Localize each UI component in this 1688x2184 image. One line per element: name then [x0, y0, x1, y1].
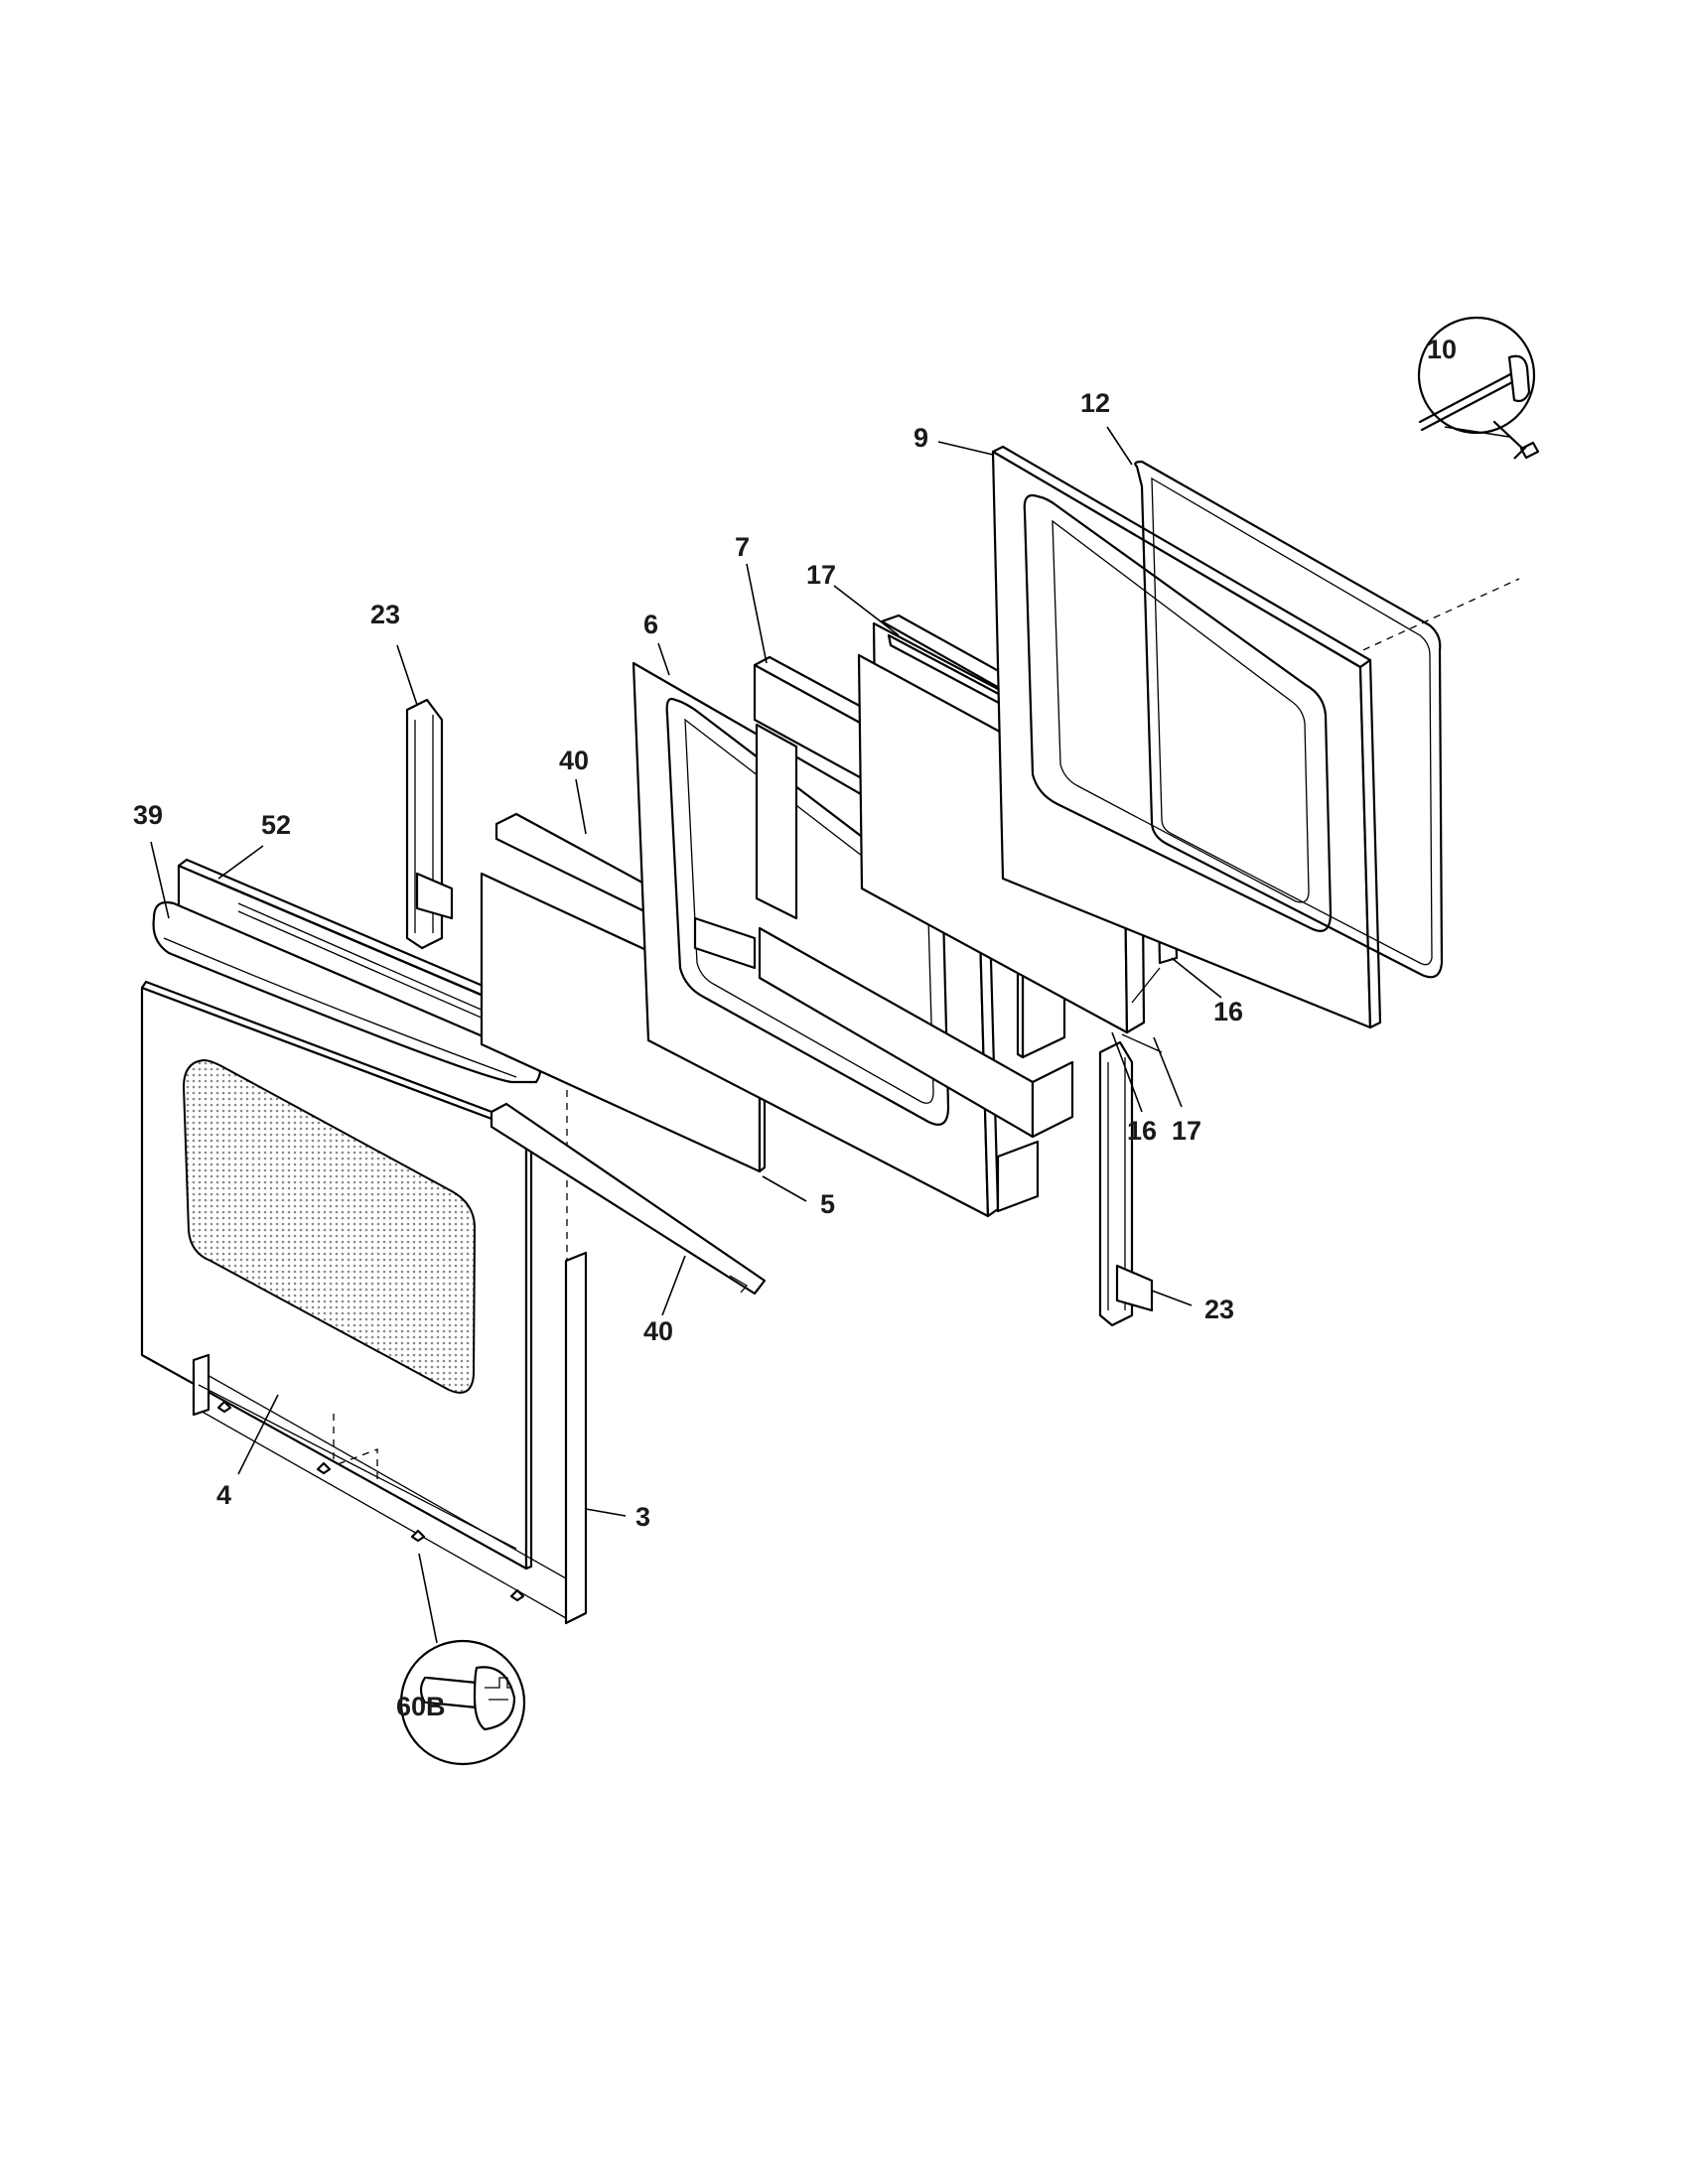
- detail-circle-pin: [1417, 316, 1540, 460]
- callout-17-top: 17: [806, 560, 836, 590]
- callout-52: 52: [261, 810, 291, 840]
- leader-40a: [575, 778, 587, 835]
- callout-40-top: 40: [559, 746, 589, 775]
- detail-circle-screw: [399, 1639, 526, 1766]
- leader-3: [585, 1508, 627, 1517]
- callout-23-left: 23: [370, 600, 400, 629]
- callout-23-right: 23: [1204, 1295, 1234, 1324]
- leader-4: [237, 1394, 279, 1475]
- screw: [410, 1529, 426, 1543]
- door-gasket: [1134, 460, 1444, 979]
- leader-17b: [1153, 1036, 1183, 1108]
- callout-16-lower: 16: [1127, 1116, 1157, 1146]
- callout-12: 12: [1080, 388, 1110, 418]
- leader-12: [1106, 426, 1133, 466]
- window-mesh: [182, 1058, 477, 1394]
- callout-10: 10: [1427, 335, 1457, 364]
- leader-10: [1444, 426, 1510, 438]
- leader-5: [762, 1175, 807, 1202]
- leader-23a: [396, 644, 418, 706]
- screw: [216, 1400, 232, 1414]
- callout-39: 39: [133, 800, 163, 830]
- callout-60b: 60B: [396, 1692, 446, 1721]
- callout-16-right: 16: [1213, 997, 1243, 1026]
- leader-16b: [1171, 957, 1222, 999]
- leader-16a: [1111, 1031, 1143, 1113]
- glass-retainer-bottom: [490, 1102, 767, 1296]
- door-handle: [152, 900, 542, 1084]
- callout-3: 3: [635, 1502, 650, 1532]
- leader-40b: [661, 1255, 686, 1316]
- callout-7: 7: [735, 532, 750, 562]
- hinge-right: [1098, 1040, 1154, 1327]
- leader-17a: [833, 585, 900, 636]
- callout-9: 9: [914, 423, 928, 453]
- leader-6: [657, 642, 670, 676]
- leader-9: [937, 441, 994, 456]
- leader-60b: [418, 1553, 438, 1644]
- leader-52: [217, 845, 264, 880]
- callout-40-bottom: 40: [643, 1316, 673, 1346]
- screw: [509, 1588, 525, 1602]
- leader-23b: [1151, 1290, 1193, 1306]
- leader-7: [746, 563, 768, 664]
- callout-4: 4: [216, 1480, 231, 1510]
- callout-6: 6: [643, 610, 658, 639]
- glass-retainer-bottom-tab: [729, 1275, 748, 1294]
- callout-5: 5: [820, 1189, 835, 1219]
- callout-17-lower: 17: [1172, 1116, 1201, 1146]
- leader-39: [150, 841, 170, 919]
- screw-group: [216, 1400, 525, 1602]
- screw: [316, 1461, 332, 1475]
- inner-door-liner: [991, 445, 1382, 1029]
- hinge-left: [405, 698, 454, 950]
